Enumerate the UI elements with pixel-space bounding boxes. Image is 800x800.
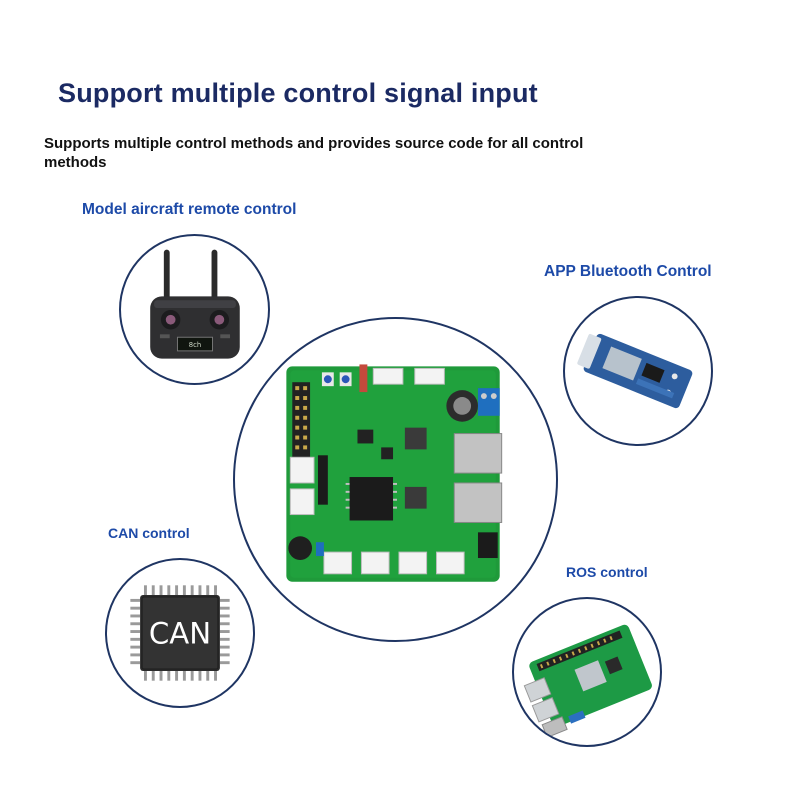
can-chip-circle: CAN [105, 558, 255, 708]
can-chip-icon: CAN [130, 585, 230, 681]
raspberry-pi-board-icon [523, 624, 652, 739]
ros-control-label: ROS control [566, 564, 648, 580]
page-title: Support multiple control signal input [58, 78, 538, 108]
raspberry-pi-circle [512, 597, 662, 747]
bluetooth-module-circle [563, 296, 713, 446]
rc-transmitter-icon: 8ch [150, 249, 240, 359]
rc-control-label: Model aircraft remote control [82, 201, 297, 218]
page-subtitle: Supports multiple control methods and pr… [44, 135, 584, 171]
controller-board-icon [286, 364, 503, 582]
can-control-label: CAN control [108, 525, 190, 541]
controller-board-circle [233, 317, 558, 642]
bluetooth-control-label: APP Bluetooth Control [544, 263, 712, 280]
rc-screen-text: 8ch [189, 341, 201, 349]
rc-transmitter-circle: 8ch [119, 234, 270, 385]
can-chip-text: CAN [149, 617, 211, 651]
bluetooth-module-icon [577, 333, 693, 409]
